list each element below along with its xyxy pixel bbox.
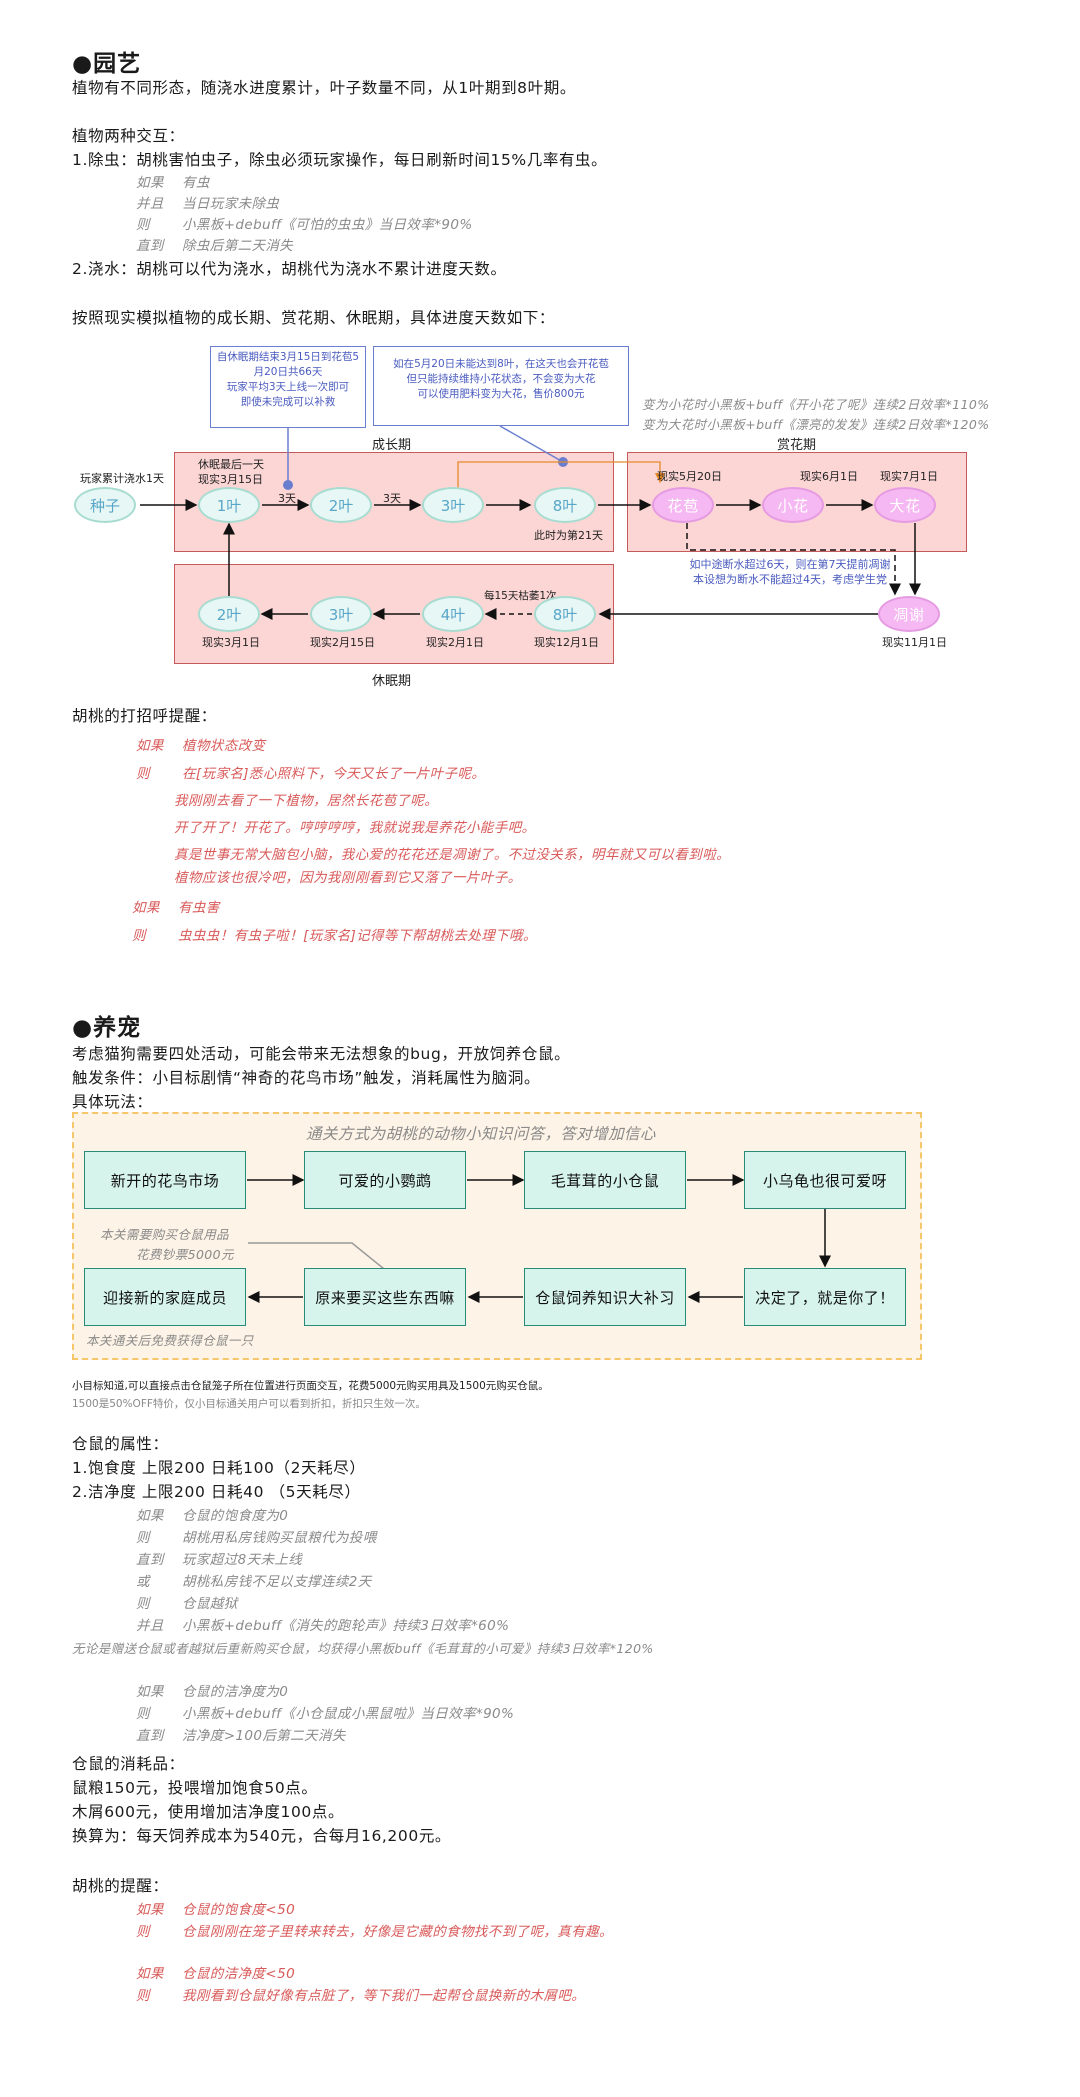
dormant-end-label: 休眠最后一天 [198,458,264,471]
greet-then1: 则在[玩家名]悉心照料下，今天又长了一片叶子呢。 [136,766,486,782]
zone-flower-label: 赏花期 [777,438,817,453]
three-days-a: 3天 [278,492,296,505]
rule-a-line: 直到玩家超过8天未上线 [136,1552,303,1568]
note-dormant-end: 自休眠期结束3月15日到花苞5月20日共66天 玩家平均3天上线一次即可 即使未… [210,346,366,428]
greet-line: 植物应该也很冷吧，因为我刚刚看到它又落了一片叶子。 [174,870,522,886]
diagram-arrows [140,425,921,620]
rule1-line: 则小黑板+debuff《可怕的虫虫》当日效率*90% [136,217,473,233]
flow-step-turtle: 小乌龟也很可爱呀 [744,1151,906,1209]
node-seed: 种子 [74,487,136,523]
greet-if2: 如果有虫害 [132,900,220,916]
rule1-line: 直到除虫后第二天消失 [136,238,294,254]
flow-step-buy: 原来要买这些东西嘛 [304,1268,466,1326]
pet-intro3: 具体玩法： [72,1093,153,1111]
flow-step-decide: 决定了，就是你了！ [744,1268,906,1326]
rule-note: 无论是赠送仓鼠或者越狱后重新购买仓鼠，均获得小黑板buff《毛茸茸的小可爱》持续… [72,1641,654,1656]
flow-step-welcome: 迎接新的家庭成员 [84,1268,246,1326]
garden-progress-title: 按照现实模拟植物的成长期、赏花期、休眠期，具体进度天数如下： [72,309,556,327]
pet-intro1: 考虑猫狗需要四处活动，可能会带来无法想象的bug，开放饲养仓鼠。 [72,1045,571,1063]
node-wither: 凋谢 [878,596,940,632]
rule-a-line: 则胡桃用私房钱购买鼠粮代为投喂 [136,1530,377,1546]
real-520: 现实5月20日 [657,470,722,483]
node-small-flower: 小花 [762,487,824,523]
greet-line: 真是世事无常大脑包小脑，我心爱的花花还是凋谢了。不过没关系，明年就又可以看到啦。 [174,847,730,863]
flow-step-knowledge: 仓鼠饲养知识大补习 [524,1268,686,1326]
rule-a-line: 则仓鼠越狱 [136,1596,238,1612]
real-21: 现实2月1日 [426,636,484,649]
garden-intro: 植物有不同形态，随浇水进度累计，叶子数量不同，从1叶期到8叶期。 [72,79,576,97]
node-d8: 8叶 [534,596,596,632]
greet-line: 我刚刚去看了一下植物，居然长花苞了呢。 [174,793,439,809]
garden-item1: 1.除虫：胡桃害怕虫子，除虫必须玩家操作，每日刷新时间15%几率有虫。 [72,151,608,169]
three-days-b: 3天 [383,492,401,505]
garden-item2: 2.浇水：胡桃可以代为浇水，胡桃代为浇水不累计进度天数。 [72,260,507,278]
node-g8: 8叶 [534,487,596,523]
node-d3: 3叶 [310,596,372,632]
after-note2: 1500是50%OFF特价，仅小目标通关用户可以看到折扣，折扣只生效一次。 [72,1398,426,1410]
node-g1: 1叶 [198,487,260,523]
attr-title: 仓鼠的属性： [72,1435,169,1453]
flow-step-market: 新开的花鸟市场 [84,1151,246,1209]
real-31: 现实3月1日 [202,636,260,649]
buff-small-flower: 变为小花时小黑板+buff《开小花了呢》连续2日效率*110% [642,397,990,412]
real-215: 现实2月15日 [310,636,375,649]
remind-line: 如果仓鼠的洁净度<50 [136,1966,296,1982]
reward-note: 本关通关后免费获得仓鼠一只 [86,1333,254,1348]
attr1: 1.饱食度 上限200 日耗100（2天耗尽） [72,1459,366,1477]
wither-note: 如中途断水超过6天，则在第7天提前凋谢 本设想为断水不能超过4天，考虑学生党 [689,558,891,586]
rule-a-line: 如果仓鼠的饱食度为0 [136,1508,289,1524]
rule-b-line: 如果仓鼠的洁净度为0 [136,1684,289,1700]
seed-label: 玩家累计浇水1天 [80,472,164,485]
rule1-line: 并且当日玩家未除虫 [136,196,280,212]
real-61: 现实6月1日 [800,470,858,483]
remind-line: 则我刚看到仓鼠好像有点脏了，等下我们一起帮仓鼠换新的木屑吧。 [136,1988,586,2004]
real-111: 现实11月1日 [882,636,947,649]
rule-b-line: 则小黑板+debuff《小仓鼠成小黑鼠啦》当日效率*90% [136,1706,515,1722]
garden-interact-title: 植物两种交互： [72,127,185,145]
after-note1: 小目标知道,可以直接点击仓鼠笼子所在位置进行页面交互，花费5000元购买用具及1… [72,1380,549,1392]
buff-big-flower: 变为大花时小黑板+buff《漂亮的发发》连续2日效率*120% [642,417,990,432]
remind-line: 则仓鼠刚刚在笼子里转来转去，好像是它藏的食物找不到了呢，真有趣。 [136,1924,613,1940]
zone-dormant-label: 休眠期 [372,674,412,689]
attr2: 2.洁净度 上限200 日耗40 （5天耗尽） [72,1483,361,1501]
zone-growth-label: 成长期 [372,438,412,453]
node-big-flower: 大花 [874,487,936,523]
real-315: 现实3月15日 [198,473,263,486]
consume-title: 仓鼠的消耗品： [72,1755,185,1773]
node-g2: 2叶 [310,487,372,523]
consume2: 木屑600元，使用增加洁净度100点。 [72,1803,345,1821]
rule-a-line: 并且小黑板+debuff《消失的跑轮声》持续3日效率*60% [136,1618,510,1634]
node-d4: 4叶 [422,596,484,632]
cost-note2: 花费钞票5000元 [136,1247,234,1262]
flow-step-parrot: 可爱的小鹦鹉 [304,1151,466,1209]
consume3: 换算为：每天饲养成本为540元，合每月16,200元。 [72,1827,452,1845]
pet-title: ●养宠 [72,1015,142,1041]
greet-if1: 如果植物状态改变 [136,738,266,754]
node-g3: 3叶 [422,487,484,523]
greet-then2: 则虫虫虫！有虫子啦！[玩家名]记得等下帮胡桃去处理下哦。 [132,928,537,944]
real-121: 现实12月1日 [534,636,599,649]
remind-line: 如果仓鼠的饱食度<50 [136,1902,296,1918]
greet-title: 胡桃的打招呼提醒： [72,707,217,725]
remind-title: 胡桃的提醒： [72,1877,169,1895]
node-bud: 花苞 [652,487,714,523]
rule-a-line: 或胡桃私房钱不足以支撑连续2天 [136,1574,372,1590]
garden-title: ●园艺 [72,51,142,77]
note-bud: 如在5月20日未能达到8叶，在这天也会开花苞 但只能持续维持小花状态，不会变为大… [373,346,629,426]
flow-step-hamster: 毛茸茸的小仓鼠 [524,1151,686,1209]
greet-line: 开了开了！开花了。哼哼哼哼，我就说我是养花小能手吧。 [174,820,536,836]
cost-note1: 本关需要购买仓鼠用品 [100,1227,230,1242]
pet-intro2: 触发条件：小目标剧情“神奇的花鸟市场”触发，消耗属性为脑洞。 [72,1069,541,1087]
day21-label: 此时为第21天 [534,529,603,542]
rule-b-line: 直到洁净度>100后第二天消失 [136,1728,346,1744]
real-71: 现实7月1日 [880,470,938,483]
rule1-line: 如果有虫 [136,175,210,191]
node-d2: 2叶 [198,596,260,632]
pet-flow-caption: 通关方式为胡桃的动物小知识问答，答对增加信心 [306,1125,656,1143]
every15-label: 每15天枯萎1次 [484,590,557,602]
consume1: 鼠粮150元，投喂增加饱食50点。 [72,1779,318,1797]
